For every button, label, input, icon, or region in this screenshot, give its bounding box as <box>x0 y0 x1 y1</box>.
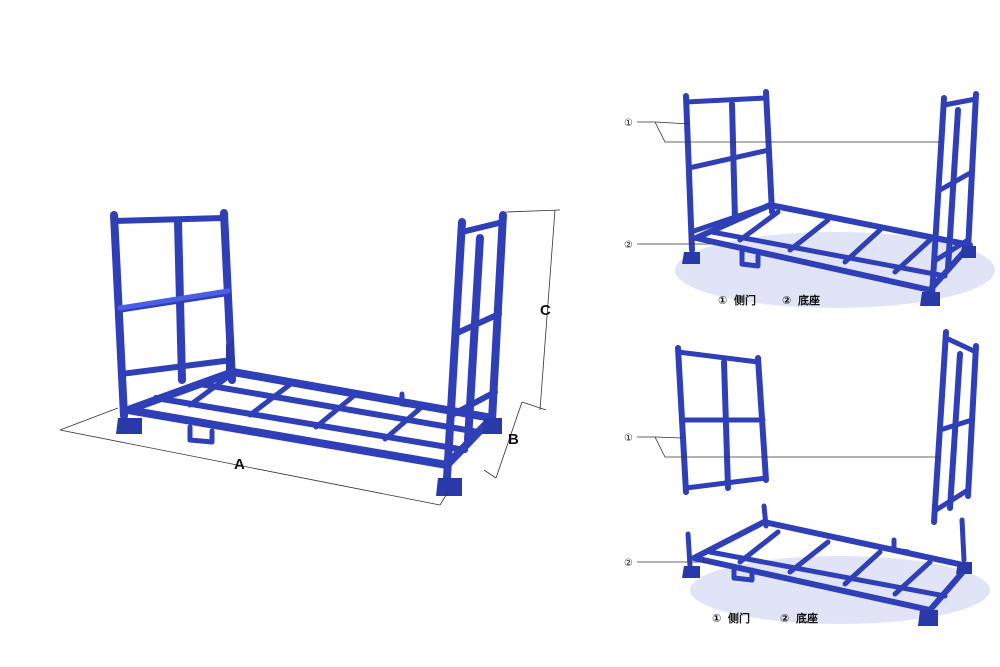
legend-bottom-item1-num: ① <box>712 613 721 625</box>
legend-bottom: ① 侧门 ② 底座 <box>712 611 818 625</box>
exploded-right-door <box>931 329 979 525</box>
marker-side-door-exploded: ① <box>624 433 633 444</box>
main-rack-base <box>124 368 496 469</box>
exploded-rack-foot <box>918 610 938 626</box>
main-rack-foot <box>482 418 502 434</box>
legend-top: ① 侧门 ② 底座 <box>718 293 820 307</box>
legend-top-item2-label: 底座 <box>798 293 820 307</box>
assembled-rack-foot <box>960 246 976 258</box>
marker-base: ② <box>624 240 633 251</box>
dimension-lines <box>59 209 561 506</box>
legend-top-item1-num: ① <box>718 295 727 307</box>
dimension-a-label: A <box>234 456 245 473</box>
main-rack-foot <box>116 418 142 434</box>
assembled-rack <box>675 89 995 308</box>
legend-top-item1-label: 侧门 <box>734 293 756 307</box>
exploded-rack-foot <box>682 566 700 578</box>
exploded-rack-foot <box>956 562 972 574</box>
legend-bottom-item1-label: 侧门 <box>728 611 750 625</box>
assembled-callouts <box>637 121 942 245</box>
main-rack-left-door <box>110 209 236 420</box>
marker-side-door: ① <box>624 118 633 129</box>
legend-top-item2-num: ② <box>782 295 791 307</box>
legend-bottom-item2-num: ② <box>780 613 789 625</box>
exploded-callouts <box>637 436 940 563</box>
assembled-rack-foot <box>920 292 940 306</box>
marker-base-exploded: ② <box>624 558 633 569</box>
main-rack <box>110 209 507 496</box>
assembled-rack-foot <box>682 252 700 264</box>
main-rack-right-door <box>443 211 507 482</box>
exploded-left-door <box>675 345 769 495</box>
main-rack-foot <box>226 339 234 371</box>
dimension-c-label: C <box>540 302 551 319</box>
assembled-rack-right-door <box>929 91 979 299</box>
exploded-rack <box>675 329 990 626</box>
exploded-base <box>685 503 971 613</box>
dimension-b-label: B <box>508 431 519 448</box>
assembled-rack-left-door <box>683 89 775 253</box>
main-rack-foot <box>436 478 462 496</box>
legend-bottom-item2-label: 底座 <box>796 611 818 625</box>
